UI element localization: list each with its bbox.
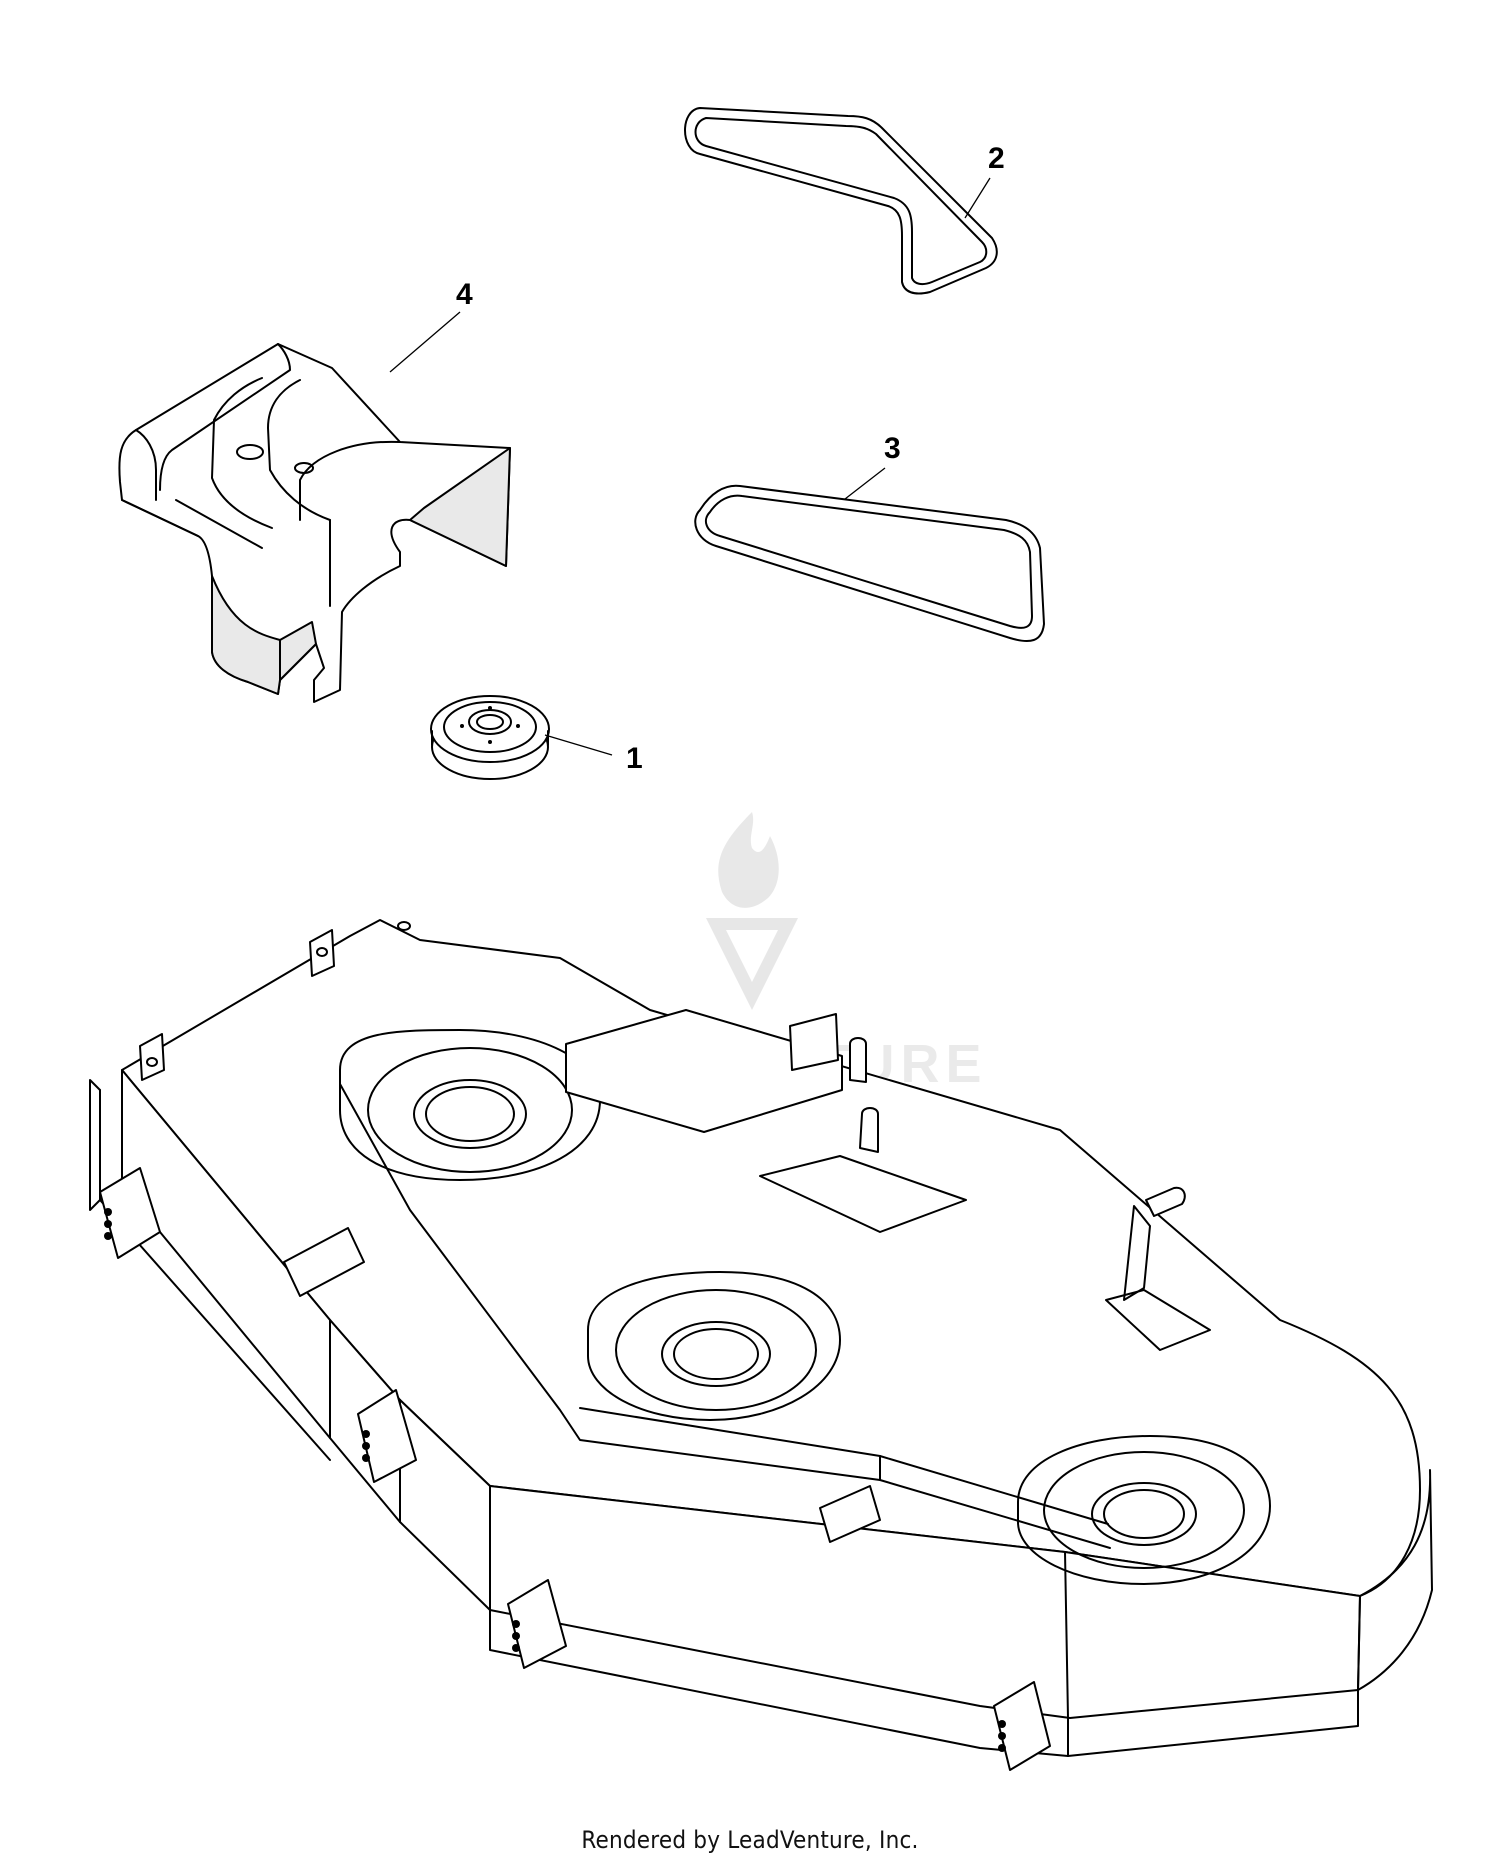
- belt-cover: [118, 343, 511, 703]
- watermark-logo: [706, 812, 798, 1010]
- spindle-center: [587, 1271, 841, 1421]
- leader-3: [844, 467, 886, 500]
- leader-4: [389, 311, 461, 373]
- callout-1: 1: [626, 742, 643, 775]
- pulley: [430, 695, 550, 780]
- spindle-right: [1017, 1435, 1271, 1585]
- leader-2: [964, 177, 991, 219]
- mower-deck: [89, 919, 1433, 1771]
- footer-credit: Rendered by LeadVenture, Inc.: [581, 1826, 919, 1854]
- callout-2: 2: [988, 142, 1005, 175]
- spindle-left: [339, 1029, 601, 1181]
- leader-1: [544, 734, 613, 756]
- callout-4: 4: [456, 278, 473, 311]
- callout-3: 3: [884, 432, 901, 465]
- belt-upper: [684, 107, 998, 295]
- belt-lower: [694, 484, 1045, 642]
